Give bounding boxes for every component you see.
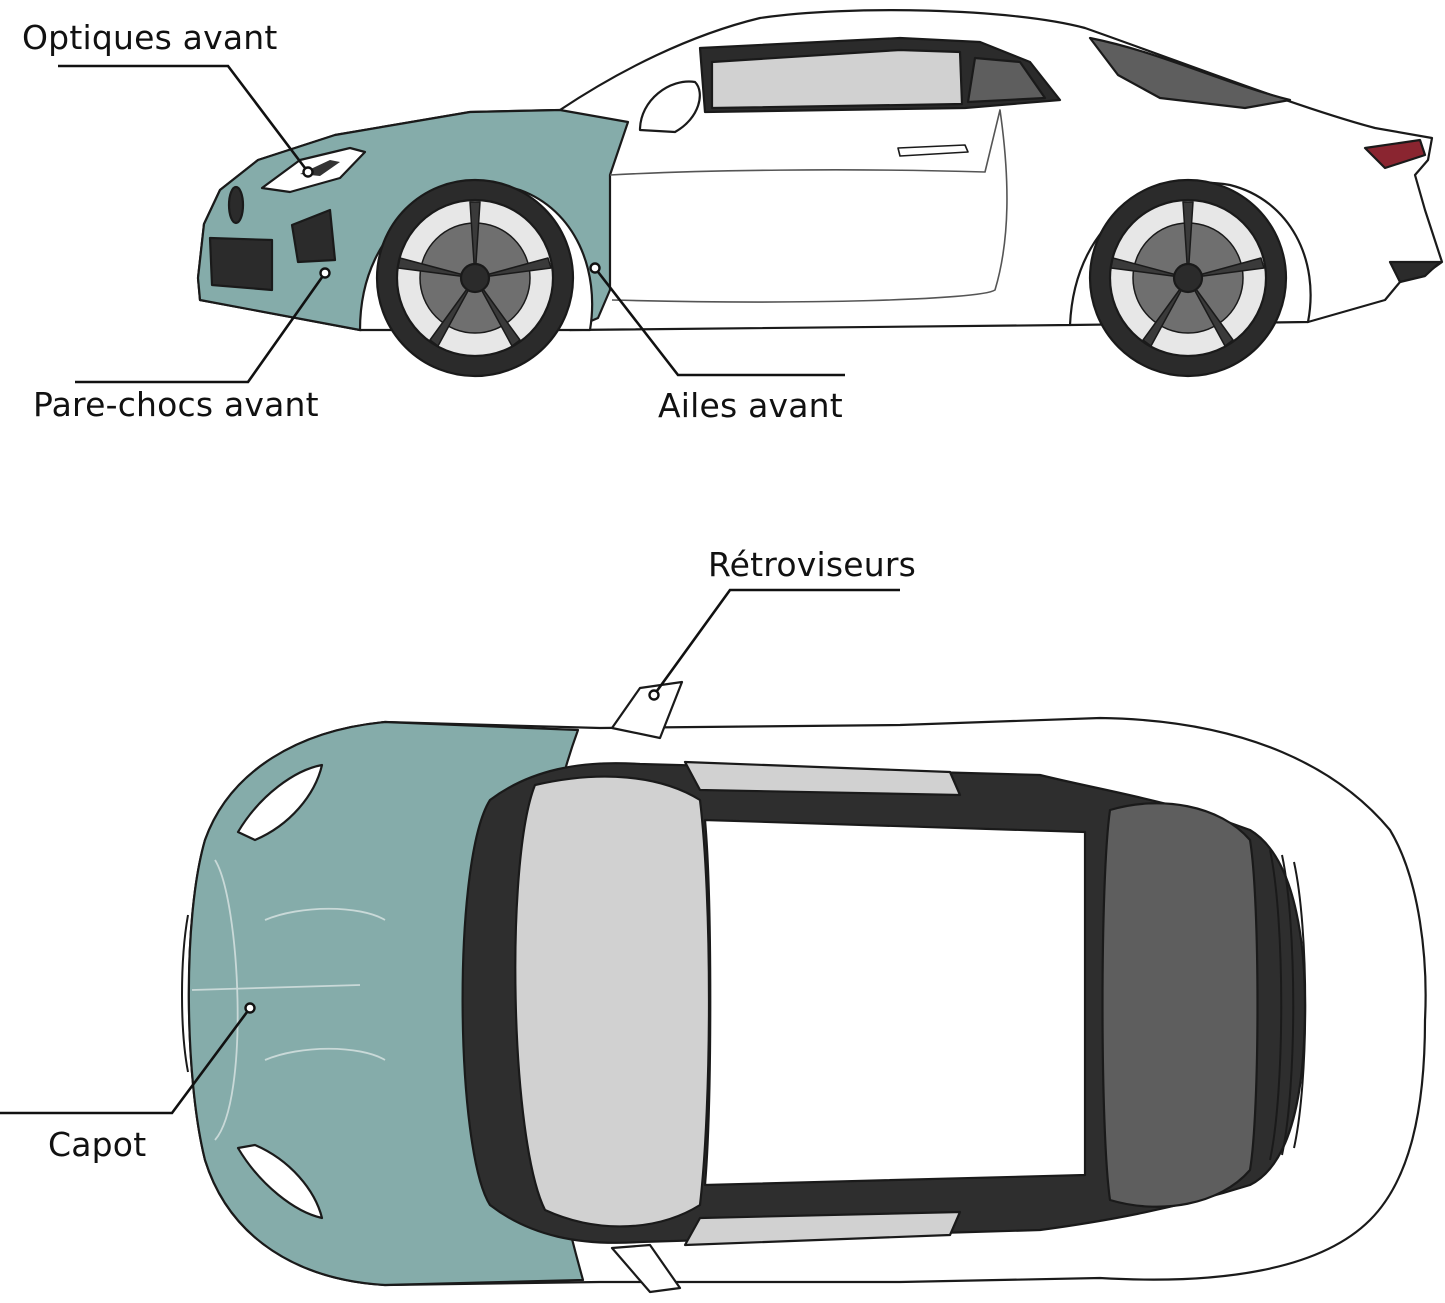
side-mirror	[638, 80, 701, 134]
label-retroviseurs: Rétroviseurs	[708, 545, 916, 584]
door-outline	[609, 109, 1008, 303]
leader-capot	[0, 1007, 252, 1115]
leader-pare-chocs	[75, 272, 327, 384]
top-roof	[703, 818, 1087, 1187]
rear-window	[1101, 802, 1259, 1208]
side-taillight	[1363, 138, 1427, 170]
label-ailes-avant: Ailes avant	[658, 386, 843, 425]
callout-lines	[0, 64, 900, 1115]
dot-optiques	[302, 166, 314, 178]
dot-pare-chocs	[319, 267, 331, 279]
side-logo	[227, 185, 245, 225]
rear-wheel	[1088, 178, 1288, 378]
rear-vents	[1269, 849, 1307, 1161]
front-wheel	[375, 178, 575, 378]
top-side-window-lower	[683, 1210, 962, 1247]
callout-dots	[244, 166, 660, 1014]
label-capot: Capot	[48, 1125, 147, 1164]
side-intake	[290, 208, 337, 264]
dot-ailes	[589, 262, 601, 274]
hood-creases	[191, 859, 386, 1141]
side-rear-diffuser	[1388, 260, 1442, 284]
leader-optiques	[58, 64, 310, 173]
label-optiques-avant: Optiques avant	[22, 18, 278, 57]
top-side-window-upper	[683, 760, 962, 797]
door-handle	[897, 144, 969, 157]
rear-quarter-glass	[1088, 36, 1292, 110]
quarter-window	[966, 56, 1047, 104]
side-grille	[208, 236, 274, 292]
top-mirror-lower	[610, 1243, 682, 1294]
top-headlight-upper	[236, 763, 324, 842]
leader-ailes	[593, 267, 845, 377]
top-view	[181, 680, 1427, 1294]
label-pare-chocs-avant: Pare-chocs avant	[33, 385, 319, 424]
side-view	[196, 9, 1444, 378]
side-window	[710, 48, 964, 110]
top-front-grille	[181, 914, 189, 1073]
leader-retroviseurs	[652, 588, 900, 696]
top-mirror-upper	[610, 680, 684, 740]
dot-capot	[244, 1002, 256, 1014]
dot-retroviseurs	[648, 689, 660, 701]
top-headlight-lower	[236, 1143, 324, 1220]
windshield	[514, 775, 711, 1228]
